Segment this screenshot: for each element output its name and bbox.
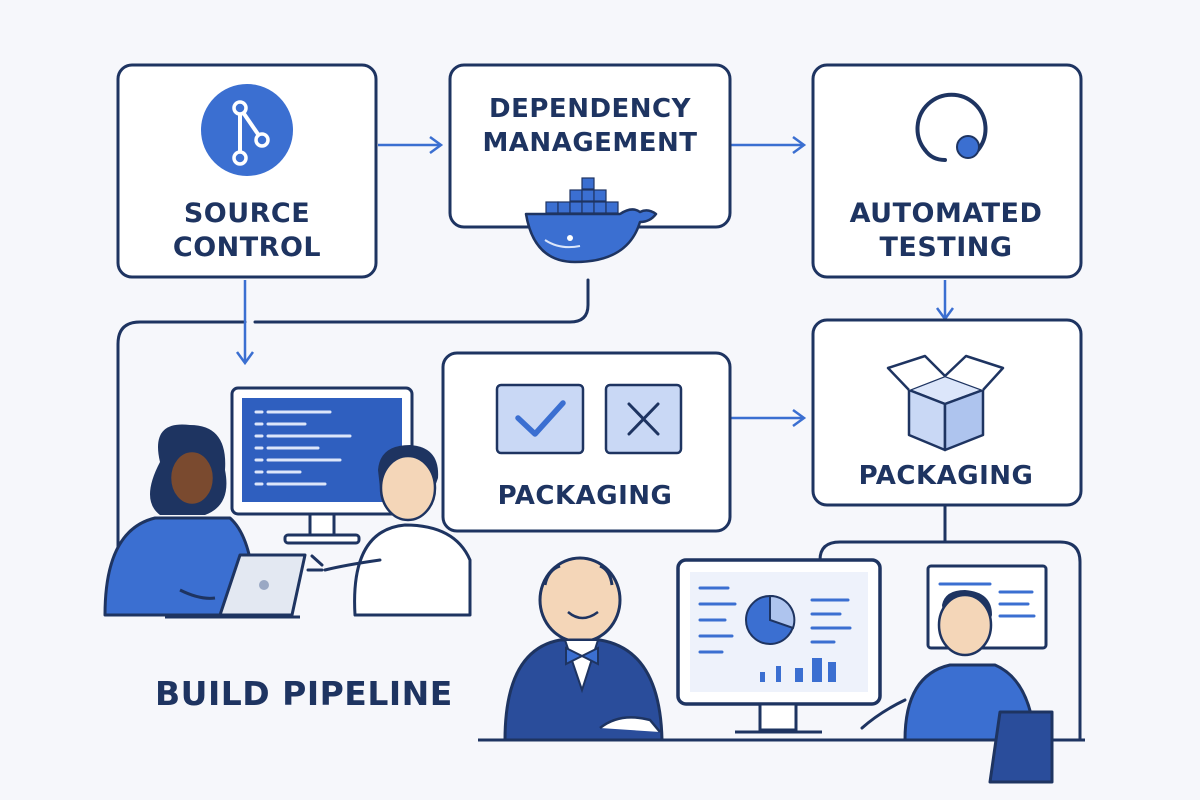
arrow-testing-to-packaging — [935, 280, 955, 322]
packaging-checks-label: PACKAGING — [498, 481, 673, 511]
testing-line1: AUTOMATED — [850, 198, 1043, 229]
connectors — [116, 135, 1082, 742]
git-branch-icon — [201, 84, 293, 176]
frame-dependency-return — [253, 278, 590, 324]
frame-right — [943, 503, 1082, 742]
cross-icon — [604, 383, 683, 455]
man-developer — [306, 445, 472, 617]
laptop — [165, 553, 307, 619]
dependency-line2: MANAGEMENT — [482, 128, 697, 158]
node-source-control: SOURCE CONTROL — [116, 63, 378, 279]
docker-whale-icon — [524, 177, 658, 264]
team-illustration-bottom — [478, 556, 1085, 784]
arrow-source-down — [235, 280, 255, 366]
headset-icon — [915, 92, 988, 162]
butler-character — [503, 556, 664, 742]
open-box-icon — [886, 354, 1005, 452]
arrow-dependency-to-testing — [730, 135, 807, 155]
node-automated-testing: AUTOMATED TESTING — [811, 63, 1083, 279]
testing-line2: TESTING — [879, 232, 1012, 263]
build-pipeline-title: BUILD PIPELINE — [155, 674, 453, 713]
dashboard-monitor — [676, 558, 882, 734]
code-monitor — [230, 386, 414, 545]
frame-right-inner — [818, 540, 947, 562]
dependency-line1: DEPENDENCY — [489, 94, 692, 124]
arrow-source-to-dependency — [378, 135, 444, 155]
node-packaging: PACKAGING — [811, 318, 1083, 507]
source-control-line2: CONTROL — [173, 232, 321, 263]
node-dependency-management: DEPENDENCY MANAGEMENT — [448, 63, 732, 264]
arrow-checks-to-packaging — [730, 408, 807, 428]
packaging-label: PACKAGING — [859, 461, 1034, 491]
node-packaging-checks: PACKAGING — [441, 351, 732, 533]
checkmark-icon — [495, 383, 585, 455]
pie-chart-icon — [745, 594, 796, 645]
frame-left — [116, 320, 247, 602]
source-control-line1: SOURCE — [184, 198, 310, 229]
woman-developer — [103, 424, 257, 617]
developer-back-view — [860, 590, 1054, 784]
team-illustration-left — [103, 386, 472, 619]
